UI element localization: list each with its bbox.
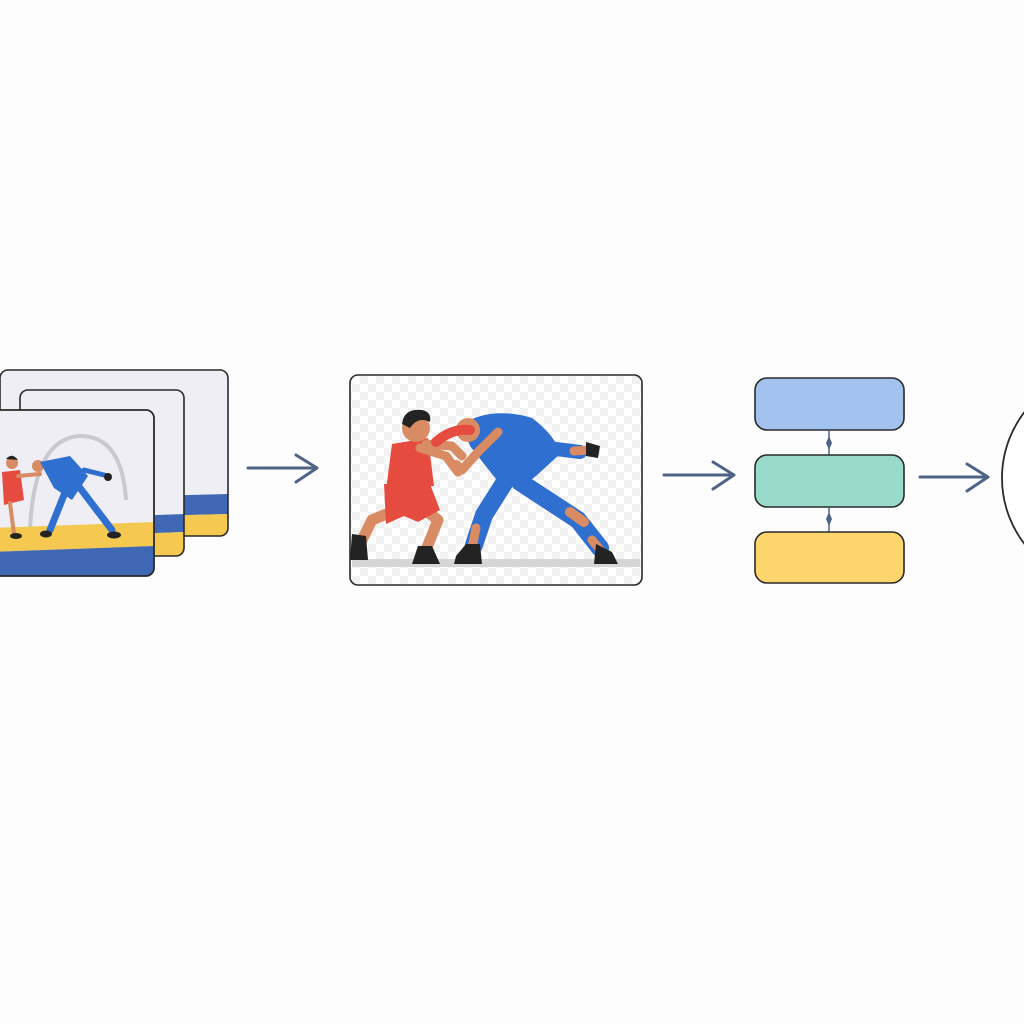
mat-blue-stripe bbox=[0, 546, 154, 576]
output-circle bbox=[1001, 411, 1024, 545]
red-wrestler-shoe bbox=[350, 534, 368, 560]
blue-wrestler-shoe bbox=[594, 544, 618, 564]
arena-arch bbox=[28, 433, 128, 531]
blue-wrestler bbox=[454, 413, 618, 564]
blue-wrestler-shoe bbox=[454, 544, 482, 564]
ground-line bbox=[352, 559, 640, 567]
red-wrestler-singlet-bottom bbox=[384, 484, 440, 524]
frame-border bbox=[0, 409, 155, 577]
arrow-head bbox=[294, 453, 319, 484]
arrow-head bbox=[711, 460, 736, 491]
clasped-hands bbox=[450, 460, 462, 472]
blue-wrestler-shoe bbox=[586, 442, 600, 458]
model-block-middle bbox=[754, 454, 905, 508]
video-frame-front bbox=[0, 409, 155, 577]
red-wrestler-hair bbox=[402, 409, 431, 428]
red-wrestler bbox=[350, 409, 467, 564]
red-wrestler-shoe bbox=[412, 546, 440, 564]
segmented-frame bbox=[349, 374, 643, 586]
model-block-top bbox=[754, 377, 905, 431]
red-wrestler-head bbox=[6, 457, 18, 469]
video-frame-stack bbox=[0, 369, 229, 577]
blue-wrestler-torso bbox=[462, 413, 560, 486]
model-block-stack bbox=[754, 377, 905, 584]
arrow-frames-to-segment bbox=[246, 453, 319, 484]
arrow-head bbox=[965, 462, 990, 493]
connector-diamond bbox=[826, 512, 832, 526]
arrow-model-to-output bbox=[918, 462, 990, 493]
connector-diamond bbox=[826, 436, 832, 450]
red-wrestler-shoulder bbox=[431, 424, 475, 447]
red-wrestler-body bbox=[2, 470, 24, 505]
wrestlers-small bbox=[2, 455, 121, 539]
blue-wrestler-body bbox=[40, 456, 88, 500]
model-block-bottom bbox=[754, 531, 905, 584]
arrow-segment-to-model bbox=[662, 460, 736, 491]
